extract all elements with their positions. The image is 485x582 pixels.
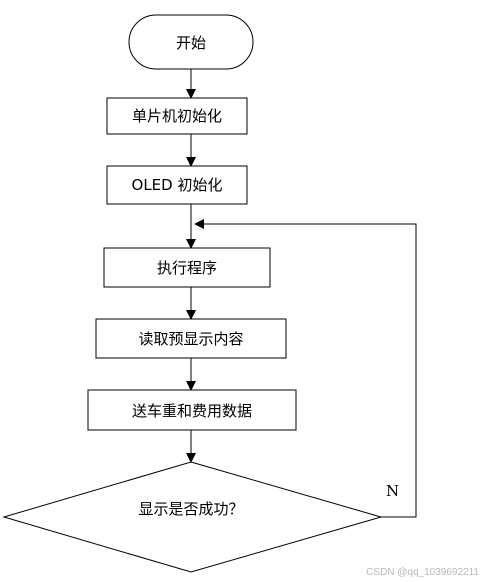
no-edge-label: N	[386, 482, 399, 500]
decision-node: 显示是否成功？	[2, 461, 383, 573]
run-program-label: 执行程序	[157, 259, 217, 277]
mcu-init-label: 单片机初始化	[132, 107, 222, 125]
run-program-node: 执行程序	[103, 247, 271, 288]
mcu-init-node: 单片机初始化	[106, 97, 248, 135]
loop-back-no	[194, 219, 417, 518]
send-data-node: 送车重和费用数据	[87, 389, 297, 431]
send-data-label: 送车重和费用数据	[132, 402, 252, 420]
decision-label: 显示是否成功？	[138, 500, 243, 518]
start-label: 开始	[176, 34, 206, 52]
start-node: 开始	[128, 14, 254, 70]
oled-init-label: OLED 初始化	[132, 176, 223, 194]
watermark: CSDN @qq_1039692211	[366, 567, 479, 578]
read-display-label: 读取预显示内容	[138, 330, 243, 348]
oled-init-node: OLED 初始化	[106, 165, 248, 205]
read-display-node: 读取预显示内容	[95, 318, 287, 359]
